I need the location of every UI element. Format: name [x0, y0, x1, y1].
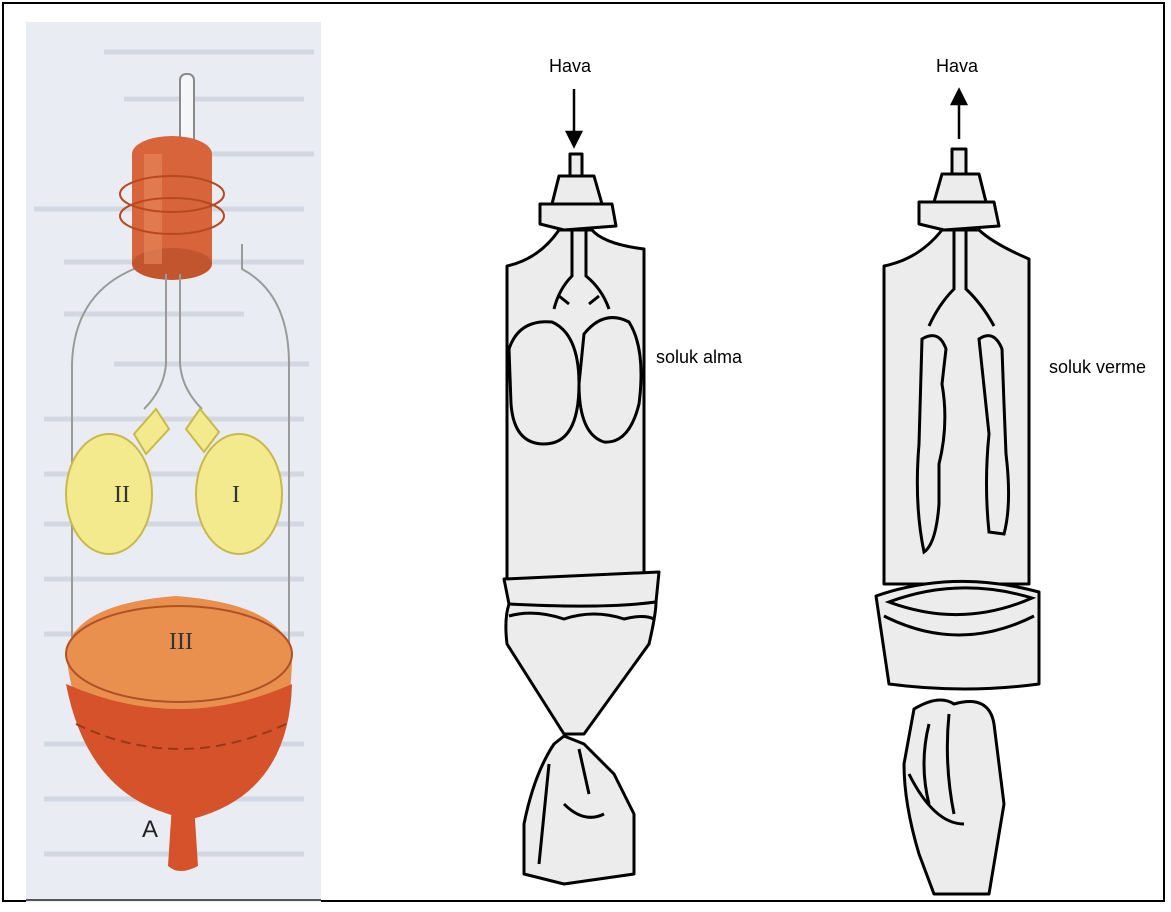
exhalation-sketch — [4, 4, 1171, 912]
air-out-arrow — [952, 90, 966, 139]
caption-exhale: soluk verme — [1049, 357, 1146, 378]
air-label-exhale: Hava — [936, 56, 978, 77]
